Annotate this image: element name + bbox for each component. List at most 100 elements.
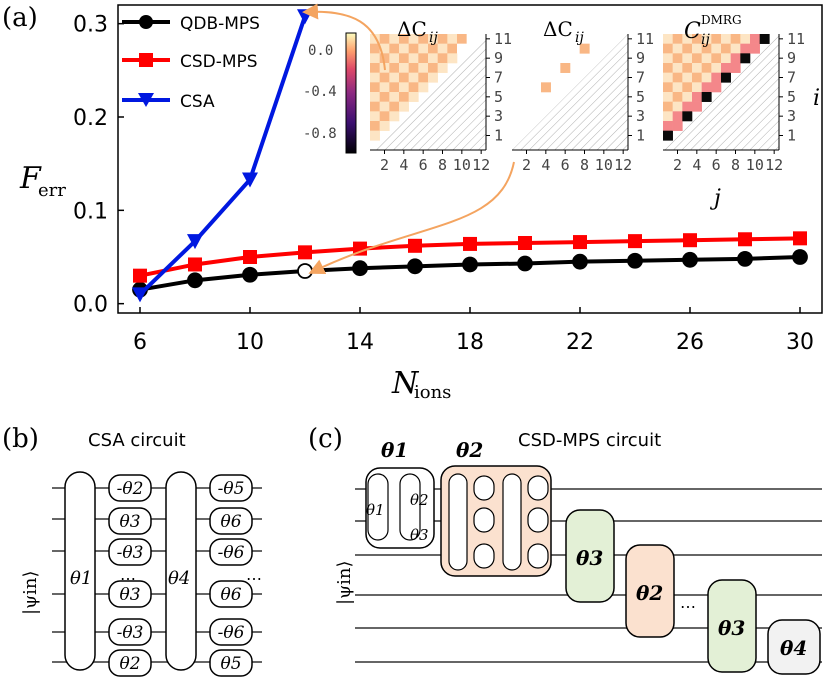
inset-cell: [672, 72, 683, 83]
block-c-theta3-b-label: θ3: [718, 616, 745, 640]
point-csd: [463, 236, 477, 251]
inset-cell: [701, 72, 712, 83]
point-qdb: [792, 249, 808, 265]
gate-col1-label: -θ3: [117, 543, 144, 563]
inset-x-tick-label: 10: [595, 156, 613, 174]
gate-col2: [209, 474, 253, 502]
inset-cell: [437, 53, 448, 64]
inset-y-tick-label: 5: [636, 88, 645, 106]
inset-y-label: i: [813, 86, 820, 111]
colorbar-tick-1: -0.4: [303, 84, 337, 100]
gate-col2-label: -θ6: [218, 623, 245, 643]
inset-cell: [663, 130, 673, 141]
inset-y-tick-label: 3: [494, 107, 503, 125]
inset-y-tick-label: 7: [636, 69, 645, 87]
gate-col1: [108, 618, 152, 646]
point-csd: [738, 232, 752, 247]
y-tick-label: 0.1: [73, 199, 108, 224]
x-tick-label: 14: [346, 330, 374, 355]
inset-cell: [721, 63, 731, 73]
inset-cell: [759, 34, 770, 44]
inset-cell: [408, 63, 419, 73]
gate-theta4: [165, 471, 197, 671]
inset-cell: [447, 34, 458, 44]
gate-col1: [108, 474, 152, 502]
gate-col1-label: θ3: [119, 512, 140, 532]
block-c-theta3-b: [707, 579, 757, 673]
point-csd: [188, 257, 202, 272]
x-tick-label: 26: [676, 330, 704, 355]
inset-cell: [682, 53, 693, 64]
inset-y-tick-label: 1: [494, 127, 503, 145]
inset-cell: [428, 63, 438, 73]
inset-cell: [370, 53, 380, 64]
inset-cell: [389, 34, 400, 44]
gate-col1: [108, 580, 152, 608]
x-tick-label: 10: [236, 330, 264, 355]
inset-cell: [379, 92, 390, 102]
inset-cell: [389, 63, 400, 73]
inset-cell: [389, 72, 400, 83]
inset-cell: [418, 63, 429, 73]
inset-cell: [711, 82, 722, 93]
inset-cell: [408, 72, 419, 83]
inset-x-tick-label: 6: [712, 156, 721, 174]
inset-y-tick-label: 3: [787, 107, 796, 125]
inset-cell: [370, 43, 380, 54]
point-csa: [187, 234, 203, 250]
small-theta2: θ2: [410, 491, 429, 509]
arrow-to-csa: [302, 3, 386, 71]
inset-cell: [389, 82, 400, 93]
gate-col1-label: -θ3: [117, 623, 144, 643]
inset-y-tick-label: 9: [787, 49, 796, 67]
inset-y-tick-label: 5: [787, 88, 796, 106]
inset-cell: [457, 34, 467, 44]
gate-col1-label: θ2: [119, 654, 140, 674]
inset-cell: [457, 43, 467, 54]
gate-col2: [209, 507, 253, 535]
panel-c-dots: ⋯: [680, 597, 696, 616]
colorbar: [345, 32, 357, 154]
inset-y-tick-label: 11: [494, 30, 512, 48]
inset-cell: [379, 72, 390, 83]
inset-cell: [389, 92, 400, 102]
inset-x-tick-label: 6: [561, 156, 570, 174]
colorbar-tick-0: 0.0: [308, 43, 333, 59]
inset-cell: [721, 53, 731, 64]
inset-cell: [663, 121, 673, 131]
gate-col1: [108, 649, 152, 677]
inset-cell: [370, 72, 380, 83]
inset-cell: [711, 72, 722, 83]
inset-cell: [399, 63, 409, 73]
inset-cell: [701, 53, 712, 64]
inset-cell: [379, 111, 390, 122]
inset-cell: [447, 53, 458, 64]
inset-x-label: j: [709, 186, 721, 211]
inset-cell: [428, 53, 438, 64]
inset-cell: [370, 63, 380, 73]
panel-b-dots-2: ⋯: [246, 569, 262, 588]
inset-x-tick-label: 8: [438, 156, 447, 174]
inset-title-3-sub: ij: [701, 32, 710, 48]
y-axis-label: F: [19, 161, 42, 196]
point-qdb: [737, 250, 753, 267]
inset-cell: [672, 82, 683, 93]
inset-cell: [711, 63, 722, 73]
point-qdb: [297, 263, 313, 279]
inset-cell: [418, 43, 429, 54]
x-axis-label: N: [391, 366, 420, 401]
inset-title-3: C: [684, 19, 701, 44]
inset-cell: [692, 34, 702, 44]
inset-cell: [389, 111, 400, 122]
point-csd: [408, 238, 422, 253]
inset-y-tick-label: 9: [494, 49, 503, 67]
inset-cell: [692, 101, 702, 112]
gate-col2-label: θ6: [220, 512, 241, 532]
inset-cell: [721, 43, 731, 54]
point-csd: [628, 234, 642, 249]
inset-cell: [730, 43, 741, 54]
inset-title-1: ΔC: [397, 17, 427, 41]
arrow-to-qdb: [308, 161, 515, 275]
